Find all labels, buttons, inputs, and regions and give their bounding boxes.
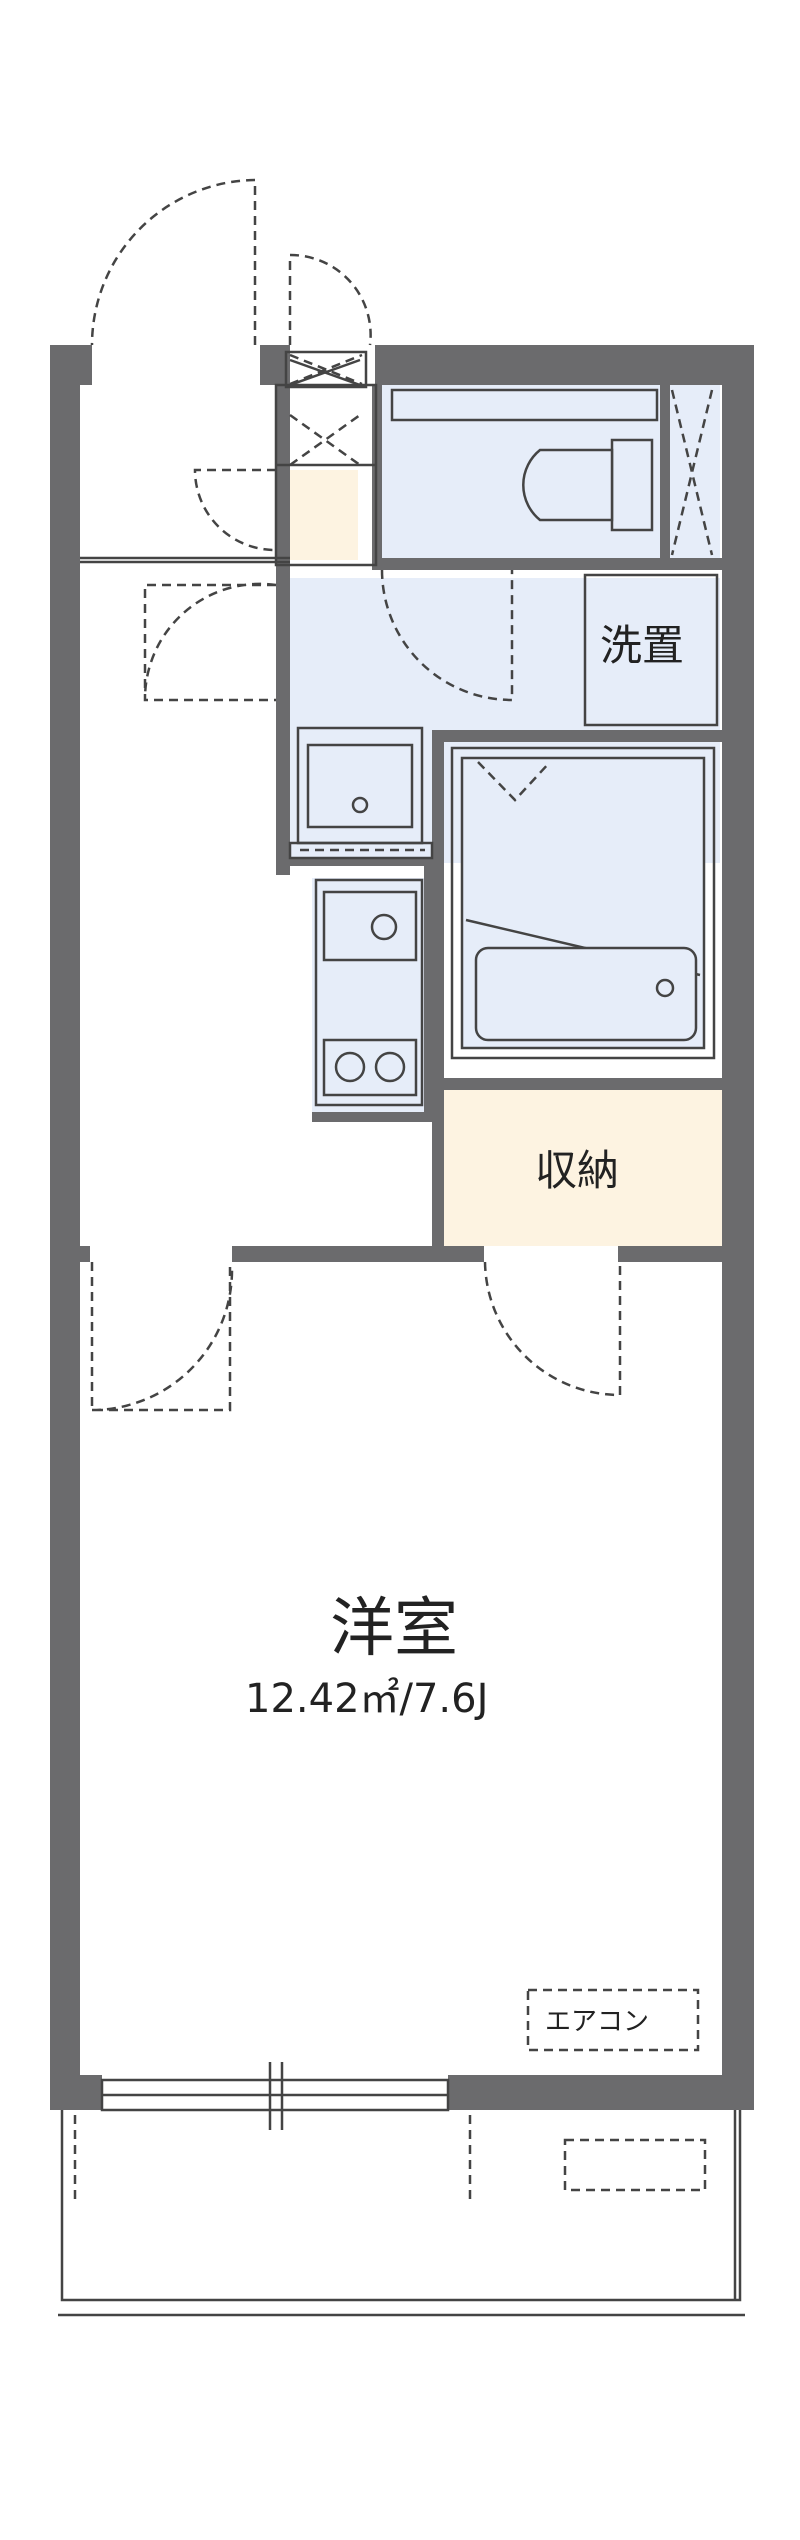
toilet-shelf-cross xyxy=(670,389,714,556)
western-room-label: 洋室 xyxy=(330,1592,458,1666)
top-wall-left xyxy=(50,345,92,385)
storage-area xyxy=(444,1090,722,1246)
tub-drain xyxy=(655,978,675,998)
corridor-door-swing xyxy=(143,582,277,702)
western-room-area: 12.42㎡/7.6J xyxy=(245,1676,488,1722)
aircon-unit xyxy=(526,1988,700,2052)
right-wall xyxy=(722,345,754,2110)
top-wall-right xyxy=(375,345,754,385)
aircon-label: エアコン xyxy=(545,2007,649,2037)
wall-storage-top xyxy=(432,1078,722,1090)
sink-drain xyxy=(370,913,398,941)
wall-bath-left xyxy=(432,730,444,1088)
front-door-swing xyxy=(90,178,257,346)
meter-cross xyxy=(289,353,363,386)
toilet-counter xyxy=(390,388,659,422)
wall-room-divider-mid xyxy=(232,1246,484,1262)
wall-toilet-bottom xyxy=(372,558,722,570)
wall-toilet-shelf xyxy=(660,385,670,565)
washer-label: 洗置 xyxy=(600,621,684,670)
kitchen-counter xyxy=(314,878,424,1107)
bathroom-outline xyxy=(450,746,716,1060)
wall-bath-top xyxy=(440,730,722,742)
bottom-wall-right xyxy=(448,2075,754,2110)
wall-room-divider-left xyxy=(80,1246,90,1262)
room-door-swing-left xyxy=(90,1262,234,1412)
toilet-tank xyxy=(610,438,654,532)
wall-corridor-top xyxy=(290,858,434,866)
wall-storage-left xyxy=(432,1078,444,1248)
toilet-door-swing xyxy=(380,569,514,702)
left-wall xyxy=(50,345,80,2110)
balcony-outline xyxy=(60,2110,742,2302)
basin-drain xyxy=(351,796,369,814)
basin-bowl xyxy=(306,743,414,829)
burner-left xyxy=(334,1051,366,1083)
box-cross-1 xyxy=(289,358,361,387)
bath-door-fold xyxy=(477,761,551,802)
toilet-bowl xyxy=(522,448,614,522)
storage-label: 収納 xyxy=(535,1146,619,1195)
meter-box xyxy=(284,350,368,389)
bottom-wall-left xyxy=(50,2075,102,2110)
closet-door-swing xyxy=(193,468,277,552)
kitchen-sink xyxy=(322,890,418,962)
wall-kitchen-bottom xyxy=(312,1112,434,1122)
storage-door-swing xyxy=(483,1261,622,1397)
outdoor-unit xyxy=(563,2138,707,2192)
stove xyxy=(322,1038,418,1097)
entry-closet-outline xyxy=(274,383,378,567)
bathtub xyxy=(474,946,698,1042)
basin-base xyxy=(288,841,434,860)
meter-door-swing xyxy=(288,253,372,346)
burner-right xyxy=(374,1051,406,1083)
pipe-cross xyxy=(289,413,361,467)
entrance-storage xyxy=(290,470,358,560)
washer-place xyxy=(583,573,719,727)
wall-shoebox-vert xyxy=(276,385,290,875)
wall-kitchen-right xyxy=(424,860,434,1120)
wall-room-divider-right xyxy=(618,1246,722,1262)
